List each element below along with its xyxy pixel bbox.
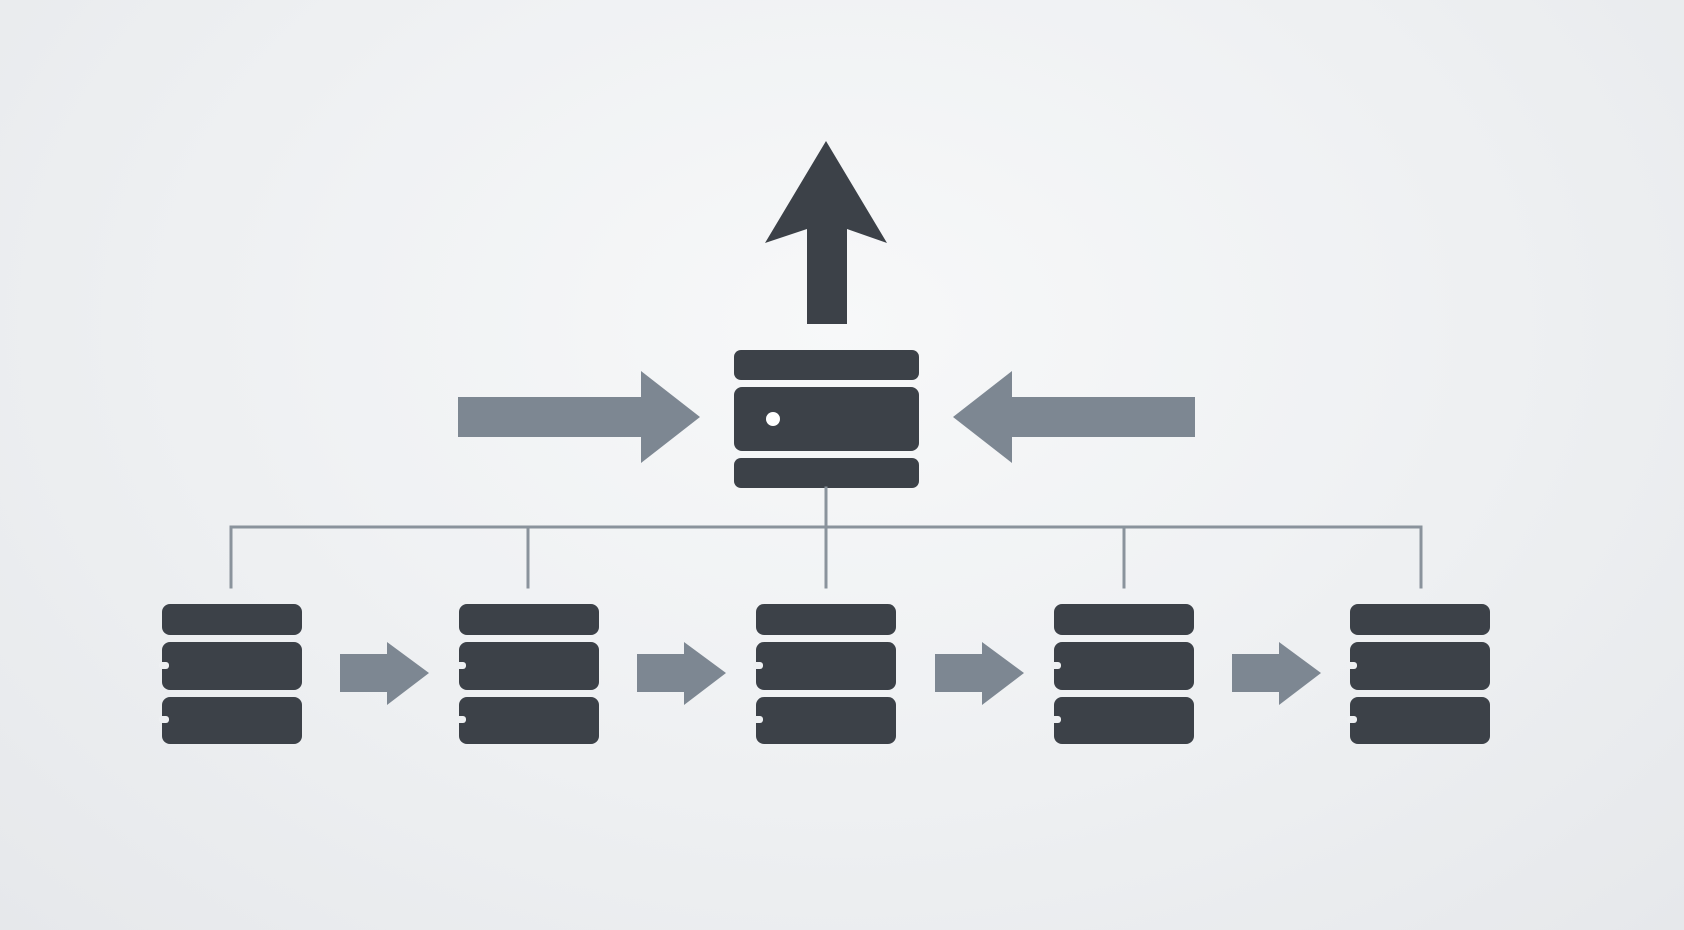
chain-arrow-3-icon <box>935 642 1024 705</box>
worker-server-row <box>159 604 1490 744</box>
worker-server-5-icon <box>1347 604 1490 744</box>
chain-arrow-1-icon <box>340 642 429 705</box>
chain-arrow-4-icon <box>1232 642 1321 705</box>
server-status-led-icon <box>766 412 780 426</box>
chain-arrow-2-icon <box>637 642 726 705</box>
worker-server-2-icon <box>456 604 599 744</box>
worker-server-3-icon <box>753 604 896 744</box>
chain-arrow-row <box>340 642 1321 705</box>
connector-bus <box>229 486 1423 589</box>
worker-server-1-icon <box>159 604 302 744</box>
worker-server-4-icon <box>1051 604 1194 744</box>
output-arrow-up-icon <box>765 141 887 324</box>
central-server-icon <box>734 350 919 488</box>
input-arrow-right-icon <box>458 371 700 463</box>
input-arrow-left-icon <box>953 371 1195 463</box>
